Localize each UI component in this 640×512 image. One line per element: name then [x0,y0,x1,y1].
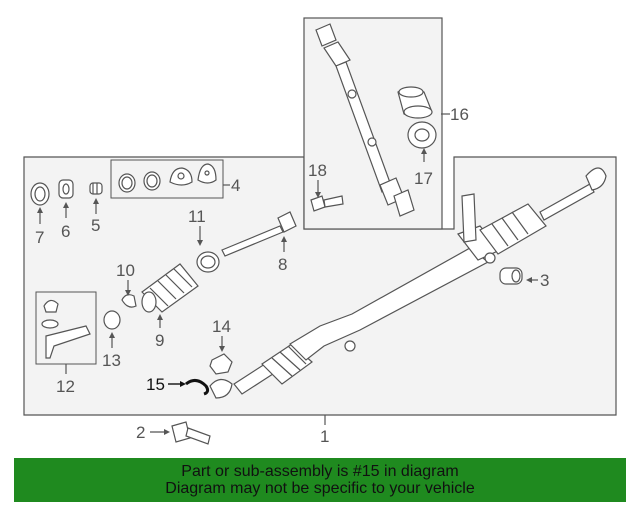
bushing-5 [89,182,103,195]
callout-14: 14 [212,317,231,336]
nut-13 [103,310,121,330]
bushing-3 [499,267,523,285]
bushing-6 [58,179,74,199]
callout-15: 15 [146,375,165,394]
callout-13: 13 [102,351,121,370]
steering-rack [209,167,607,399]
callout-6: 6 [61,222,70,241]
banner-line-2: Diagram may not be specific to your vehi… [165,480,475,497]
callout-10: 10 [116,261,135,280]
info-banner: Part or sub-assembly is #15 in diagram D… [14,458,626,502]
inner-tie-rod [221,211,297,257]
callout-1: 1 [320,427,329,446]
shaft-boot [397,86,433,119]
rack-boot [141,263,199,313]
boot-clip-10 [121,294,137,308]
ring-7 [30,182,50,206]
bolt-18 [310,195,344,212]
callout-16: 16 [450,105,469,124]
callout-5: 5 [91,216,100,235]
boot-clamp-11 [196,251,220,273]
tie-rod-end [41,299,91,359]
callout-9: 9 [155,331,164,350]
callout-7: 7 [35,228,44,247]
callout-18: 18 [308,161,327,180]
banner-line-1: Part or sub-assembly is #15 in diagram [181,463,459,480]
bolt-2 [171,421,211,445]
intermediate-shaft [315,23,415,217]
dust-seal [407,121,437,149]
callout-4: 4 [231,176,240,195]
part-15-highlighted [185,379,210,396]
seal-set [118,163,217,193]
callout-2: 2 [136,423,145,442]
callout-11: 11 [188,207,206,226]
part-14 [209,353,233,375]
callout-17: 17 [414,169,433,188]
callout-3: 3 [540,271,549,290]
callout-8: 8 [278,255,287,274]
callout-12: 12 [56,377,75,396]
